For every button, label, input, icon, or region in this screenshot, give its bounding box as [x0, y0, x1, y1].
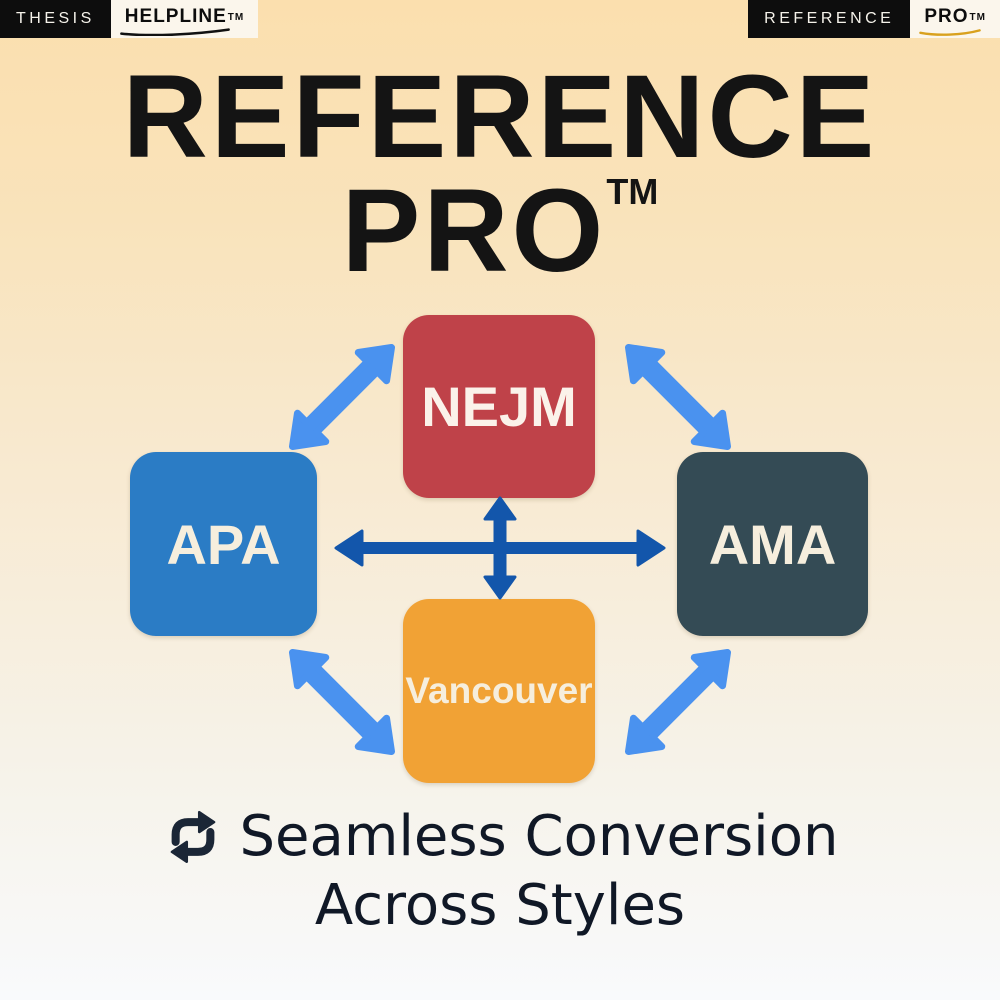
node-vancouver: Vancouver [403, 599, 595, 783]
pro-underline-swoosh [919, 29, 982, 36]
title-line2: PROTM [0, 172, 1000, 290]
logo-left-primary: THESIS [0, 0, 111, 38]
node-apa-label: APA [166, 512, 281, 576]
node-ama: AMA [677, 452, 868, 636]
logo-left-tm: TM [227, 11, 245, 23]
cross-arrows-icon [334, 496, 666, 600]
title-line1: REFERENCE [122, 51, 878, 183]
node-nejm: NEJM [403, 315, 595, 498]
logo-right-tm: TM [969, 11, 986, 23]
tagline-line2: Across Styles [314, 873, 686, 939]
node-ama-label: AMA [708, 512, 837, 576]
node-vancouver-label: Vancouver [405, 670, 593, 711]
node-nejm-label: NEJM [421, 375, 577, 438]
node-apa: APA [130, 452, 317, 636]
diagonal-arrow-nejm-ama-icon [625, 344, 731, 450]
repeat-icon [170, 810, 215, 863]
diagonal-arrow-apa-vancouver-icon [289, 649, 395, 755]
title-tm: TM [606, 171, 659, 212]
logo-right-brand-text: PRO [924, 6, 969, 27]
logo-left-brand-text: HELPLINE [124, 6, 227, 27]
tagline-line1: Seamless Conversion [239, 804, 839, 869]
diagonal-arrow-ama-vancouver-icon [625, 649, 731, 755]
helpline-underline-swoosh [119, 28, 230, 36]
title-line2-text: PRO [341, 165, 607, 297]
diagonal-arrow-nejm-apa-icon [289, 344, 395, 450]
tagline: Seamless Conversion Across Styles [0, 802, 1000, 941]
page-title: REFERENCE PROTM [0, 58, 1000, 290]
logo-right-primary: REFERENCE [748, 0, 911, 38]
tagline-row: Seamless Conversion [0, 802, 1000, 871]
